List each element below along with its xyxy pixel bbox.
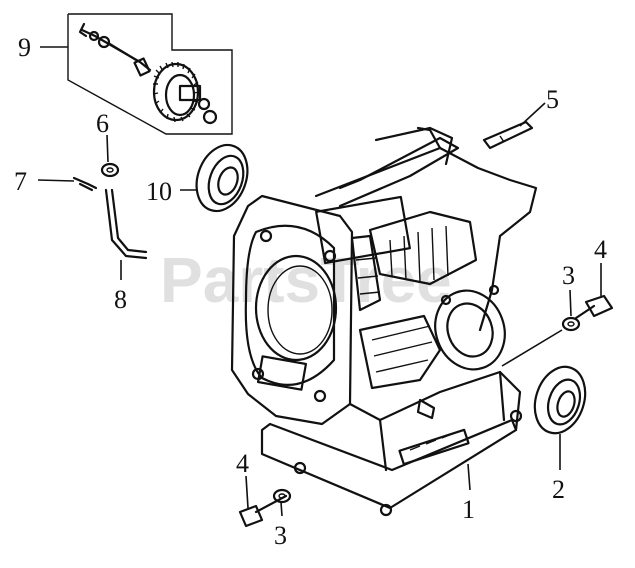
callout-4-left: 4 [236, 449, 249, 478]
leader-line-crankcase [501, 329, 563, 367]
governor-arm-part-8[interactable] [104, 188, 148, 280]
watermark: PartsTree [160, 244, 452, 316]
bolt-part-4-left[interactable] [238, 475, 288, 528]
callout-4-right: 4 [594, 235, 607, 264]
washer-part-3-left[interactable] [272, 488, 292, 517]
crankcase-part-1[interactable] [230, 126, 538, 517]
oil-seal-part-2[interactable] [527, 360, 594, 470]
callout-1: 1 [462, 495, 475, 524]
bolt-part-4-right[interactable] [574, 263, 614, 320]
dowel-pin-part-5[interactable] [482, 102, 546, 150]
callout-2: 2 [552, 475, 565, 504]
callout-3-left: 3 [274, 521, 287, 550]
nut-part-6[interactable] [100, 134, 120, 178]
governor-gear-assembly[interactable] [67, 13, 233, 135]
oil-seal-part-10[interactable] [180, 138, 256, 218]
callout-3-right: 3 [562, 261, 575, 290]
callout-9: 9 [18, 33, 31, 62]
callout-7: 7 [14, 167, 27, 196]
clip-part-7[interactable] [37, 176, 98, 192]
callout-10: 10 [146, 177, 172, 206]
callout-8: 8 [114, 285, 127, 314]
washer-part-3-right[interactable] [561, 289, 581, 332]
callout-5: 5 [546, 85, 559, 114]
callout-6: 6 [96, 109, 109, 138]
